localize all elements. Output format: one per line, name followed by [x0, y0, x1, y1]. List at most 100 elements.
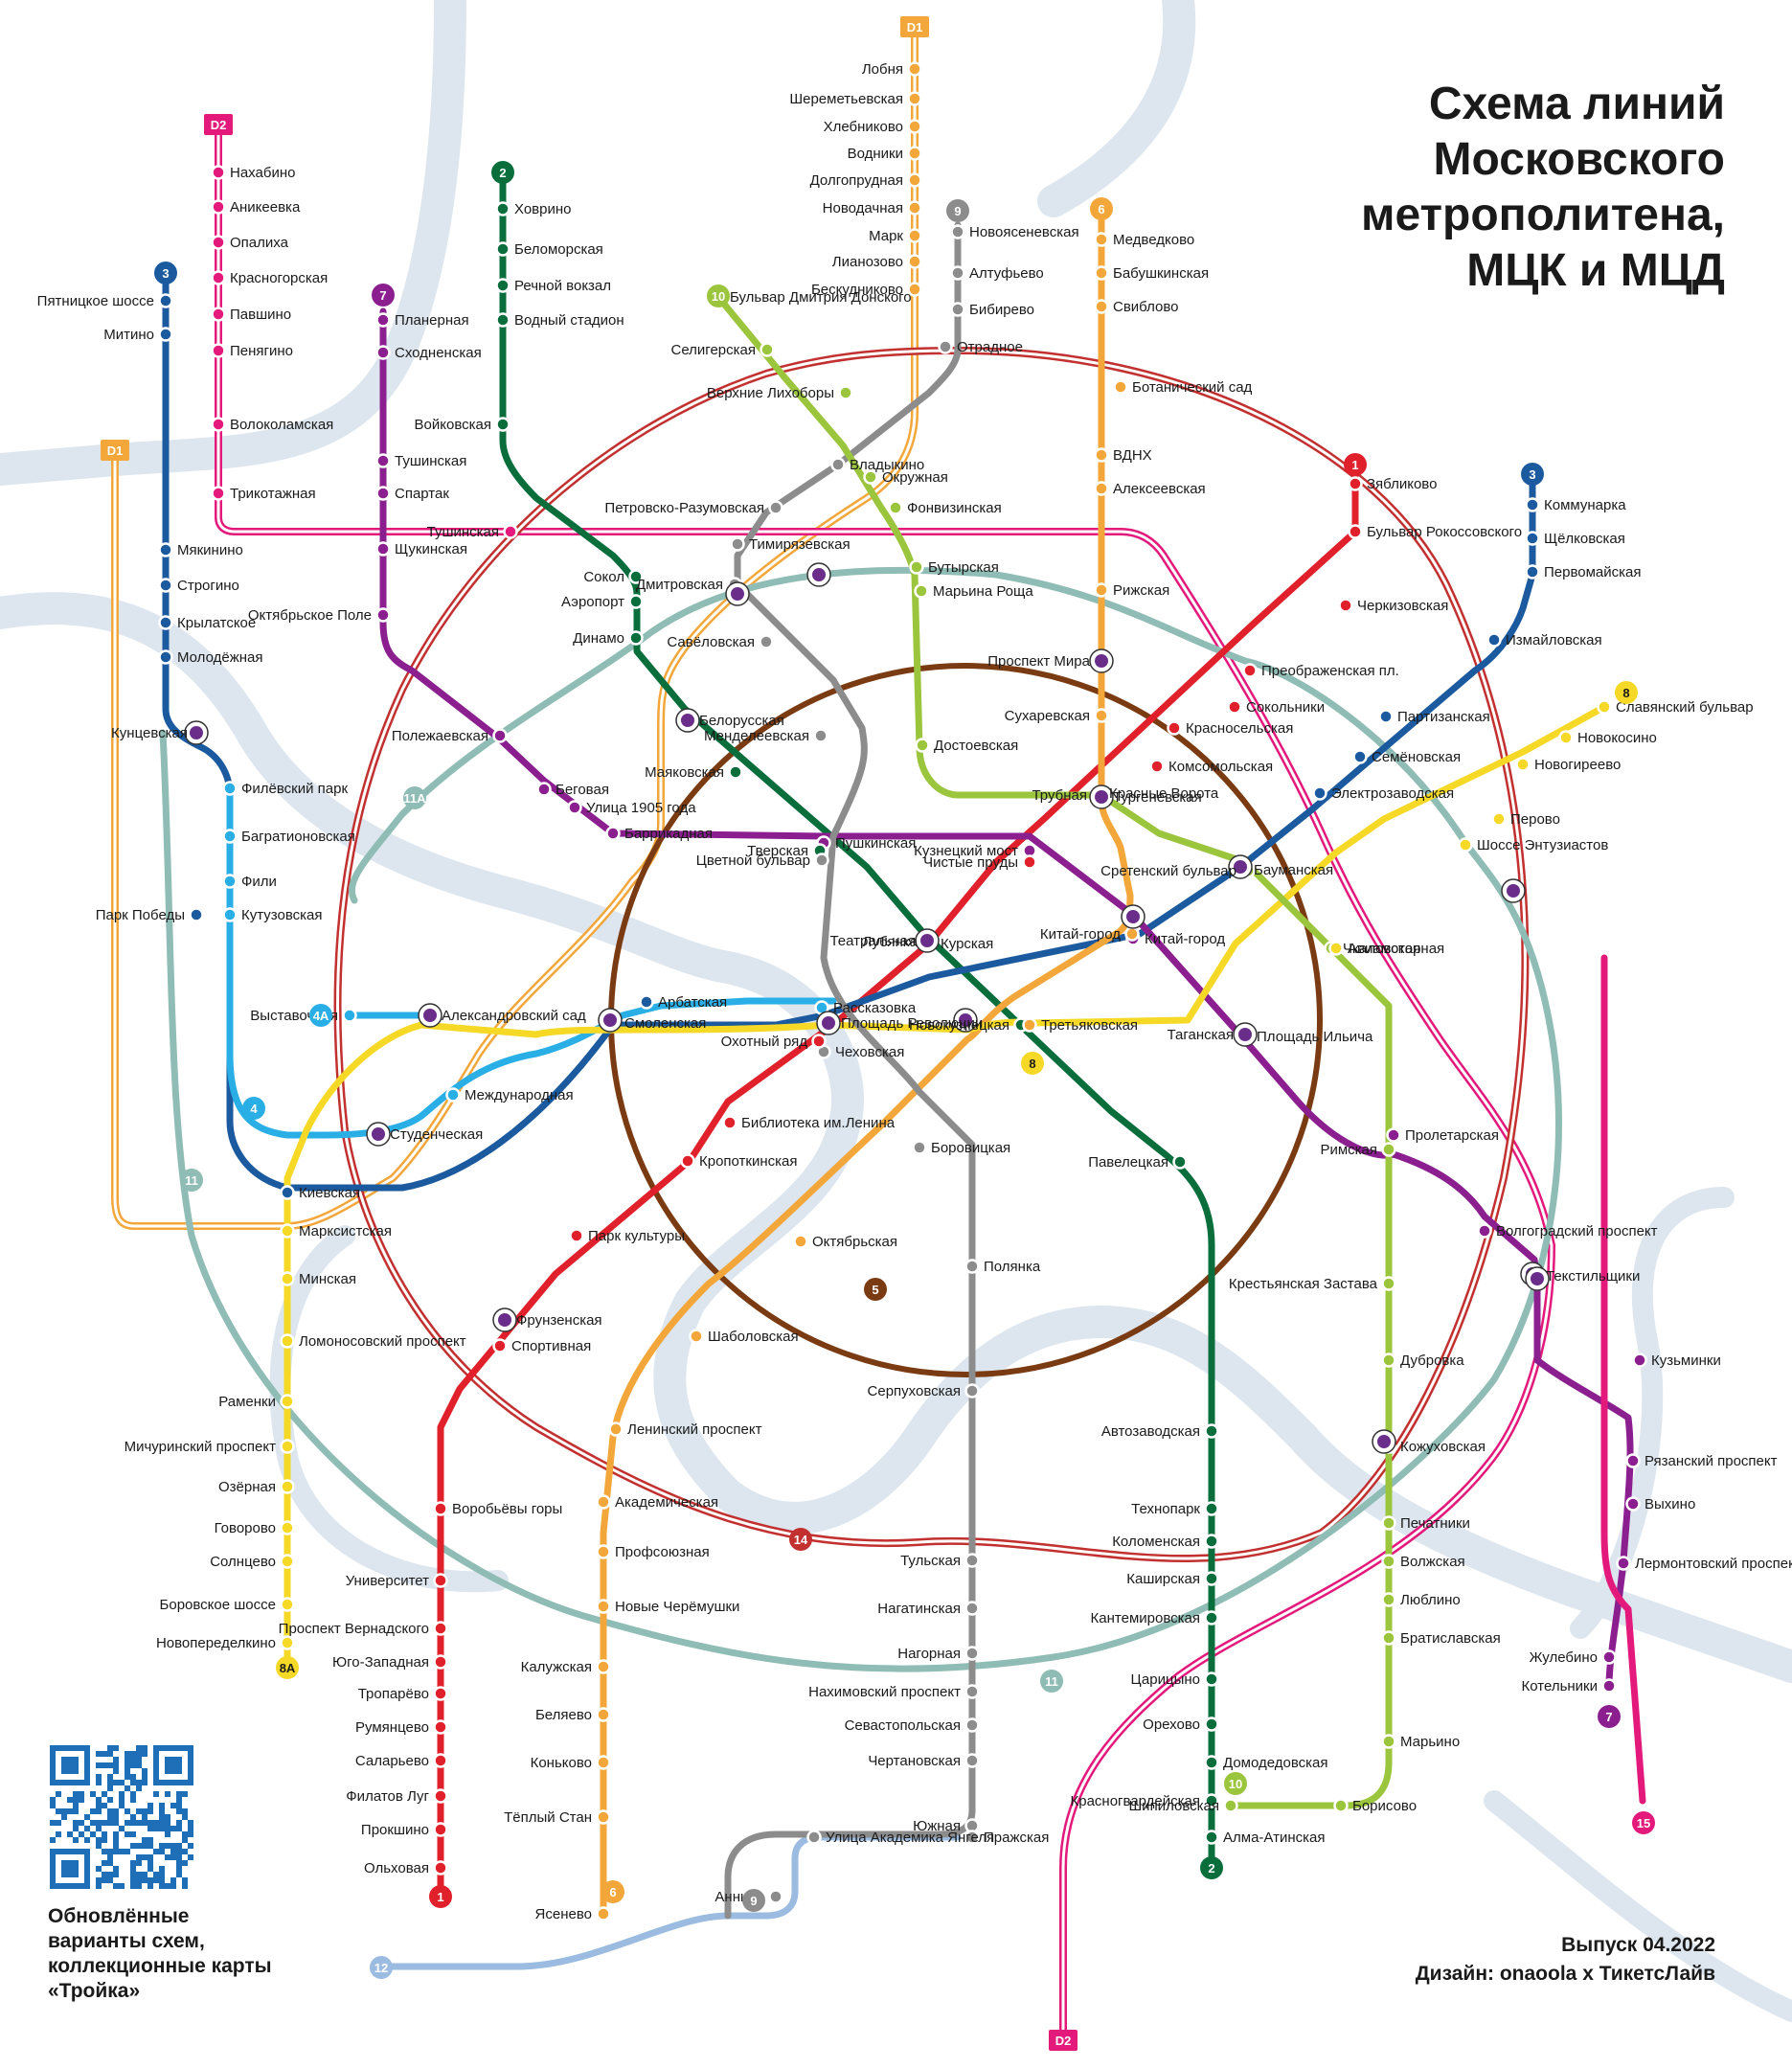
station[interactable] — [907, 172, 922, 188]
station[interactable] — [158, 649, 173, 665]
station[interactable] — [280, 1479, 295, 1494]
station[interactable] — [596, 1707, 611, 1722]
station[interactable] — [536, 782, 552, 797]
station-dot[interactable] — [1525, 531, 1540, 546]
station[interactable] — [863, 469, 878, 485]
station-dot[interactable] — [495, 278, 510, 293]
station[interactable] — [909, 559, 924, 575]
station[interactable] — [1094, 299, 1109, 314]
station-dot[interactable] — [280, 1635, 295, 1650]
station-dot[interactable] — [375, 541, 391, 557]
interchange[interactable] — [366, 1122, 391, 1147]
interchange[interactable] — [1233, 1022, 1258, 1047]
station[interactable] — [1172, 1154, 1188, 1170]
station[interactable] — [907, 119, 922, 134]
station[interactable] — [964, 1259, 980, 1274]
station-dot[interactable] — [375, 312, 391, 328]
station-dot[interactable] — [964, 1830, 980, 1845]
station[interactable] — [728, 764, 743, 780]
station[interactable] — [1204, 1571, 1219, 1586]
station[interactable] — [838, 385, 853, 400]
station-dot[interactable] — [1632, 1353, 1647, 1368]
station[interactable] — [433, 1573, 448, 1588]
interchange[interactable] — [418, 1003, 442, 1028]
station[interactable] — [1616, 1556, 1631, 1571]
station-dot[interactable] — [189, 907, 204, 922]
station[interactable] — [1381, 1276, 1396, 1291]
station-dot[interactable] — [280, 1185, 295, 1200]
station[interactable] — [907, 146, 922, 161]
station-dot[interactable] — [433, 1822, 448, 1837]
station-dot[interactable] — [211, 165, 226, 180]
station-dot[interactable] — [1348, 476, 1363, 491]
station[interactable] — [1348, 524, 1363, 539]
station[interactable] — [158, 327, 173, 342]
station[interactable] — [1227, 699, 1242, 715]
station-dot[interactable] — [964, 1601, 980, 1616]
station[interactable] — [211, 417, 226, 432]
station[interactable] — [1338, 598, 1353, 613]
station[interactable] — [433, 1860, 448, 1876]
station[interactable] — [280, 1271, 295, 1286]
station[interactable] — [964, 1646, 980, 1661]
station[interactable] — [433, 1621, 448, 1636]
station-dot[interactable] — [605, 826, 621, 841]
station[interactable] — [1022, 854, 1037, 870]
station[interactable] — [1386, 1127, 1401, 1143]
station[interactable] — [1525, 497, 1540, 512]
station-dot[interactable] — [222, 781, 238, 796]
station[interactable] — [1204, 1501, 1219, 1516]
station-dot[interactable] — [569, 1228, 584, 1243]
station-dot[interactable] — [433, 1788, 448, 1804]
station-dot[interactable] — [1525, 564, 1540, 580]
station[interactable] — [495, 417, 510, 432]
station-dot[interactable] — [1381, 1592, 1396, 1607]
station-dot[interactable] — [1333, 1798, 1349, 1813]
station[interactable] — [1515, 757, 1531, 772]
station[interactable] — [433, 1788, 448, 1804]
station[interactable] — [912, 1140, 927, 1155]
station-dot[interactable] — [596, 1599, 611, 1614]
station-dot[interactable] — [1223, 1798, 1238, 1813]
station[interactable] — [1204, 1534, 1219, 1549]
station-dot[interactable] — [596, 1906, 611, 1921]
station-dot[interactable] — [1381, 1276, 1396, 1291]
station-dot[interactable] — [1625, 1453, 1641, 1468]
station[interactable] — [759, 634, 774, 649]
station[interactable] — [1204, 1671, 1219, 1687]
station[interactable] — [608, 1421, 624, 1437]
station[interactable] — [211, 235, 226, 250]
station[interactable] — [1378, 709, 1394, 724]
station[interactable] — [189, 907, 204, 922]
station-dot[interactable] — [280, 1597, 295, 1612]
station[interactable] — [1381, 1554, 1396, 1569]
station[interactable] — [433, 1654, 448, 1670]
station-dot[interactable] — [280, 1394, 295, 1409]
station[interactable] — [433, 1753, 448, 1768]
station-dot[interactable] — [1204, 1534, 1219, 1549]
station-dot[interactable] — [1204, 1830, 1219, 1845]
station[interactable] — [964, 1830, 980, 1845]
station-dot[interactable] — [1378, 709, 1394, 724]
station[interactable] — [1022, 1017, 1037, 1033]
station[interactable] — [907, 228, 922, 243]
station-dot[interactable] — [596, 1544, 611, 1559]
station[interactable] — [375, 345, 391, 360]
station-dot[interactable] — [433, 1621, 448, 1636]
station-dot[interactable] — [158, 542, 173, 557]
interchange[interactable] — [953, 1008, 978, 1033]
station-dot[interactable] — [1227, 699, 1242, 715]
station-dot[interactable] — [915, 738, 930, 753]
station[interactable] — [1381, 1734, 1396, 1749]
station-dot[interactable] — [722, 1115, 737, 1130]
station[interactable] — [503, 524, 518, 539]
station-dot[interactable] — [280, 1439, 295, 1454]
station-dot[interactable] — [1204, 1671, 1219, 1687]
station-dot[interactable] — [1149, 759, 1165, 774]
station[interactable] — [1348, 476, 1363, 491]
station-dot[interactable] — [1167, 720, 1182, 736]
station-dot[interactable] — [375, 453, 391, 468]
station[interactable] — [567, 800, 582, 815]
station-dot[interactable] — [433, 1573, 448, 1588]
station-dot[interactable] — [222, 874, 238, 889]
